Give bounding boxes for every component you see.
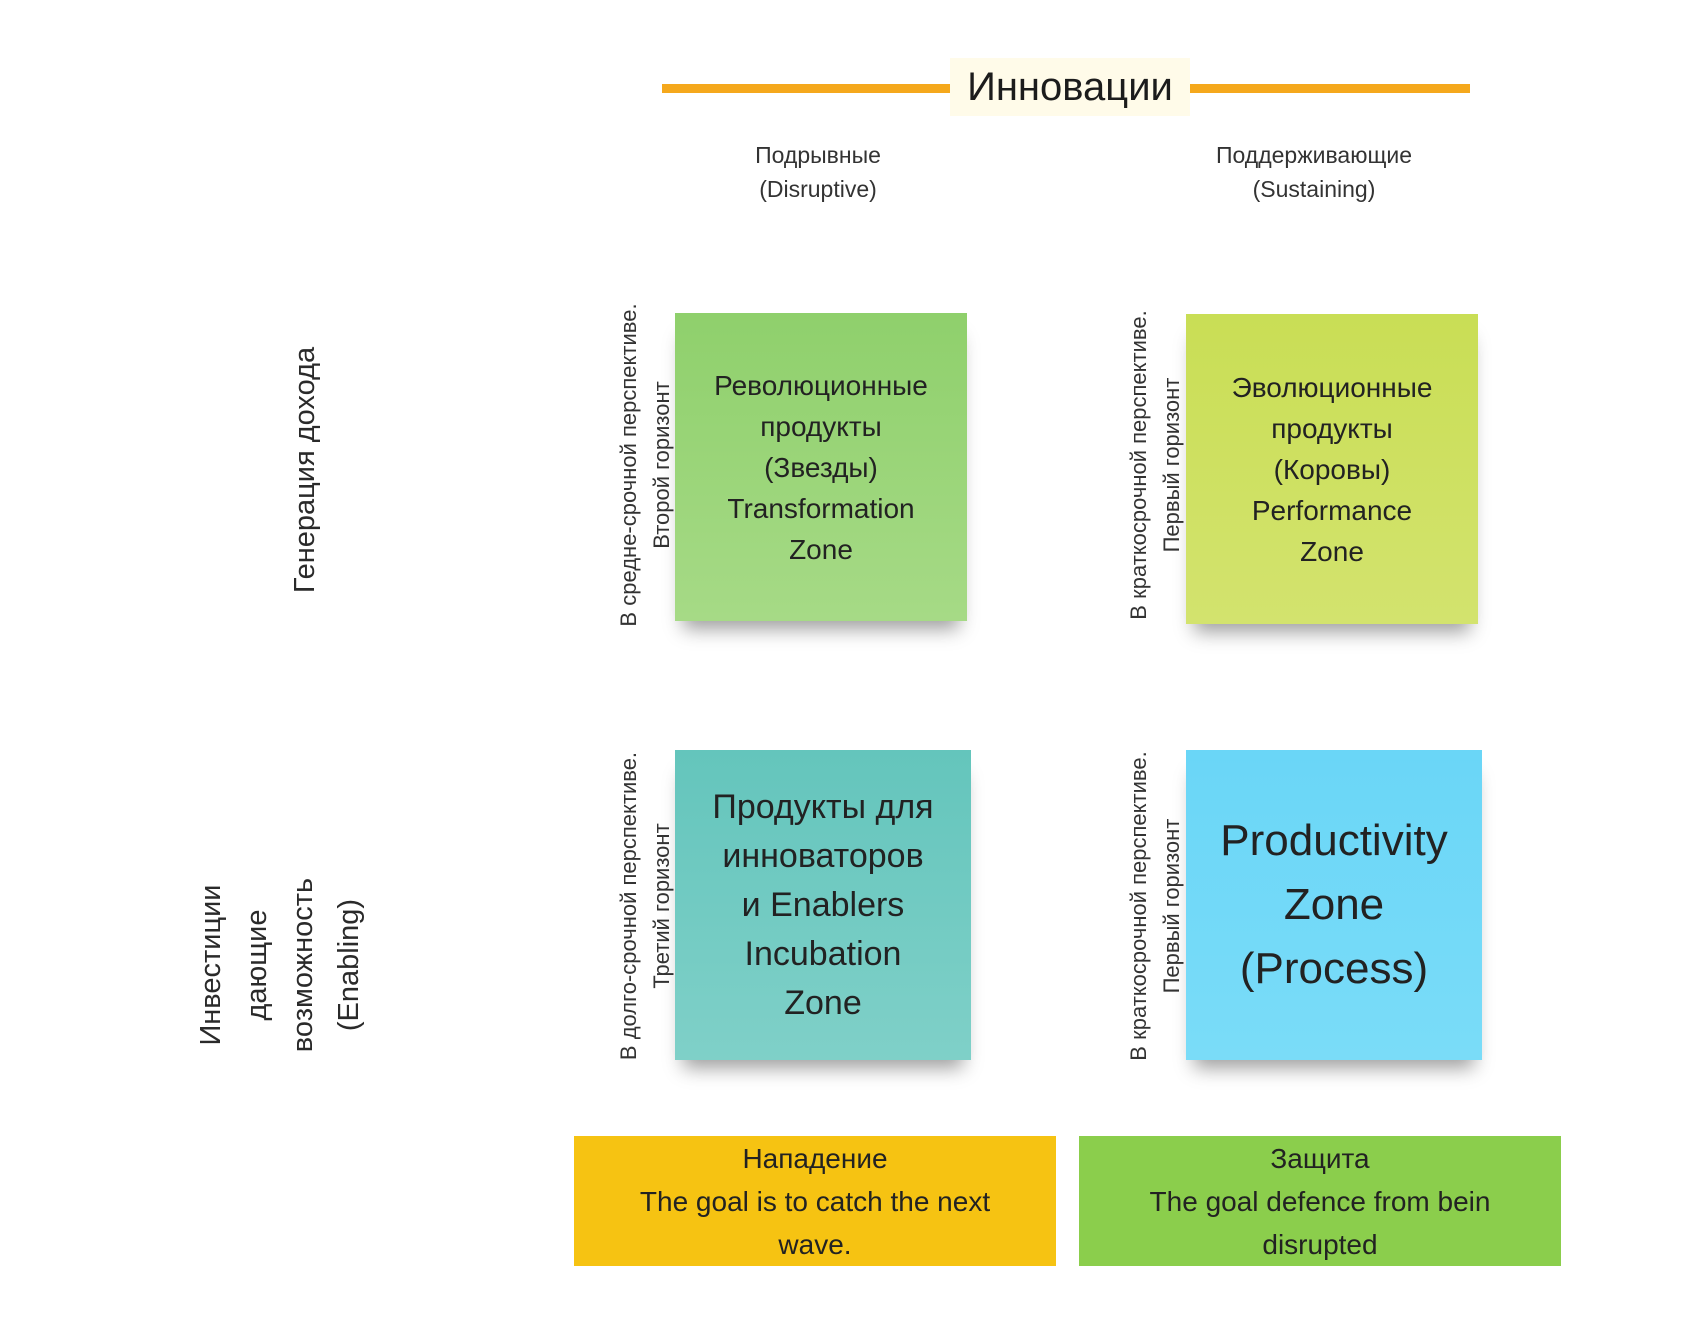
column-header-sustaining: Поддерживающие (Sustaining) <box>1215 142 1413 202</box>
defense-box[interactable]: Защита The goal defence from bein disrup… <box>1079 1136 1561 1266</box>
column-header-disruptive: Подрывные (Disruptive) <box>755 142 881 202</box>
quadrant-side-label-top-left: В средне-срочной перспективе. Второй гор… <box>616 303 674 627</box>
quadrant-side-label-bottom-right: В краткосрочной перспективе. Первый гори… <box>1126 751 1184 1061</box>
row-label-revenue: Генерация дохода <box>289 346 321 594</box>
diagram-title: Инновации <box>950 58 1190 116</box>
sticky-transformation-zone[interactable]: Революционные продукты (Звезды) Transfor… <box>675 313 967 621</box>
quadrant-side-label-bottom-left: В долго-срочной перспективе. Третий гори… <box>616 751 674 1061</box>
quadrant-side-label-top-right: В краткосрочной перспективе. Первый гори… <box>1126 310 1184 620</box>
offense-box[interactable]: Нападение The goal is to catch the next … <box>574 1136 1056 1266</box>
header-line-right <box>1188 84 1470 93</box>
sticky-incubation-zone[interactable]: Продукты для инноваторов и Enablers Incu… <box>675 750 971 1060</box>
sticky-productivity-zone[interactable]: Productivity Zone (Process) <box>1186 750 1482 1060</box>
sticky-performance-zone[interactable]: Эволюционные продукты (Коровы) Performan… <box>1186 314 1478 624</box>
row-label-enabling: Инвестиции дающие возможность (Enabling) <box>195 877 365 1053</box>
header-line-left <box>662 84 952 93</box>
